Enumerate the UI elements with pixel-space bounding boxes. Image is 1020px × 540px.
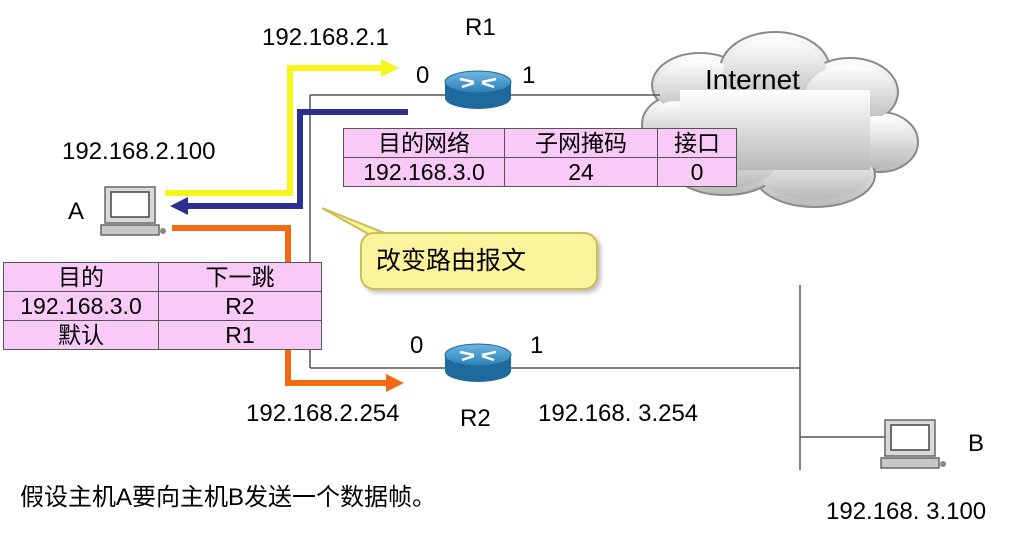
yellow-arrow <box>165 59 399 196</box>
table-cell: 192.168.3.0 <box>343 157 505 187</box>
table-header-row: 目的 下一跳 <box>3 262 322 292</box>
host-b-ip-label: 192.168. 3.100 <box>826 498 987 525</box>
caption: 假设主机A要向主机B发送一个数据帧。 <box>20 484 437 511</box>
table-row: 192.168.3.0 24 0 <box>343 157 737 187</box>
table-cell: R1 <box>158 320 322 350</box>
r1-ip-label: 192.168.2.1 <box>262 24 389 51</box>
host-a-ip-label: 192.168.2.100 <box>62 138 216 165</box>
r2-port0-label: 0 <box>410 332 424 359</box>
internet-label: Internet <box>705 64 800 95</box>
table-cell: 24 <box>504 157 658 187</box>
table-header-cell: 目的 <box>3 262 159 292</box>
table-row: 192.168.3.0 R2 <box>3 291 322 321</box>
router-r1-icon <box>444 70 512 109</box>
host-b-name-label: B <box>968 430 985 457</box>
r1-name-label: R1 <box>465 14 496 41</box>
table-cell: 默认 <box>3 320 159 350</box>
table-cell: 0 <box>657 157 737 187</box>
router-r2-icon <box>444 343 512 382</box>
host-a-computer-icon <box>100 186 166 236</box>
table-cell: R2 <box>158 291 322 321</box>
table-row: 默认 R1 <box>3 320 322 350</box>
redirect-message-callout: 改变路由报文 <box>360 232 598 290</box>
r1-port1-label: 1 <box>522 62 536 89</box>
table-header-cell: 子网掩码 <box>504 128 658 158</box>
host-b-computer-icon <box>880 419 946 469</box>
r2-name-label: R2 <box>460 405 491 432</box>
host-a-route-table: 目的 下一跳 192.168.3.0 R2 默认 R1 <box>3 262 322 350</box>
table-header-cell: 下一跳 <box>158 262 322 292</box>
host-a-name-label: A <box>68 198 85 225</box>
r2-ip-right-label: 192.168. 3.254 <box>538 400 699 427</box>
table-cell: 192.168.3.0 <box>3 291 159 321</box>
r2-ip-left-label: 192.168.2.254 <box>246 400 400 427</box>
table-header-cell: 接口 <box>657 128 737 158</box>
table-header-row: 目的网络 子网掩码 接口 <box>343 128 737 158</box>
blue-arrow <box>170 109 408 215</box>
r2-port1-label: 1 <box>530 332 544 359</box>
r1-port0-label: 0 <box>416 62 430 89</box>
table-header-cell: 目的网络 <box>343 128 505 158</box>
redirect-route-table: 目的网络 子网掩码 接口 192.168.3.0 24 0 <box>343 128 737 187</box>
